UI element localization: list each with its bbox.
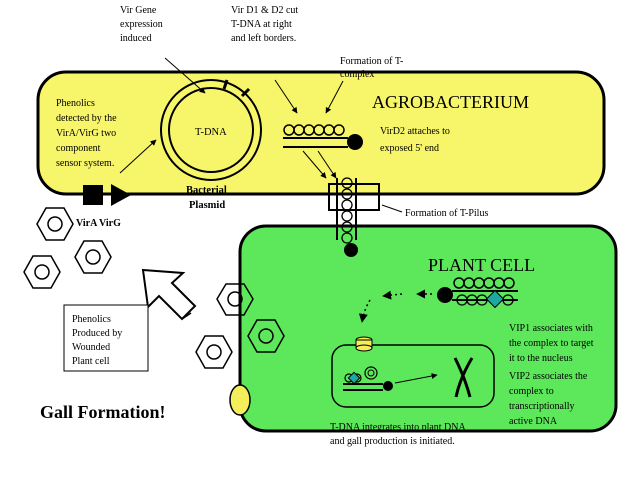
formation-complex-label: Formation of T- complex	[340, 56, 406, 80]
t-dna-label: T-DNA	[195, 127, 227, 138]
virD2-label: VirD2 attaches to exposed 5' end	[380, 126, 452, 154]
agrobacterium-cell	[36, 70, 606, 196]
formation-pilus-label: Formation of T-Pilus	[405, 208, 488, 219]
nuclear-pore	[355, 336, 373, 352]
vir-gene-label: Vir Gene expression induced	[120, 5, 165, 44]
vir-g-sensor	[111, 184, 131, 206]
nuclear-complex	[343, 366, 393, 391]
chromosome	[453, 357, 474, 398]
wound-blob	[229, 384, 251, 416]
hollow-arrow	[141, 268, 197, 321]
nucleus	[331, 344, 495, 408]
t-pilus	[328, 177, 380, 257]
phenolics-detected-label: Phenolics detected by the VirA/VirG two …	[56, 98, 119, 169]
vir-a-g-label: VirA VirG	[76, 218, 121, 229]
t-dna-complex-bacterium	[283, 124, 363, 150]
plant-cell-title: PLANT CELL	[428, 255, 535, 275]
bacterial-plasmid-label: Bacterial Plasmid	[186, 185, 229, 211]
vir-d1-d2-label: Vir D1 & D2 cut T-DNA at right and left …	[231, 5, 301, 44]
phenolic-hexagons	[23, 207, 285, 369]
bacterial-plasmid	[160, 79, 262, 181]
phenolics-produced-box	[63, 304, 149, 372]
phenolics-produced-label: Phenolics Produced by Wounded Plant cell	[72, 314, 125, 367]
vir-a-sensor	[83, 185, 103, 205]
integration-label: T-DNA integrates into plant DNA and gall…	[330, 422, 468, 447]
t-dna-complex-plant	[437, 277, 518, 309]
gall-formation-label: Gall Formation!	[40, 402, 165, 422]
agrobacterium-title: AGROBACTERIUM	[372, 92, 529, 112]
vip1-label: VIP1 associates with the complex to targ…	[509, 323, 596, 364]
vip2-label: VIP2 associates the complex to transcrip…	[509, 371, 590, 427]
